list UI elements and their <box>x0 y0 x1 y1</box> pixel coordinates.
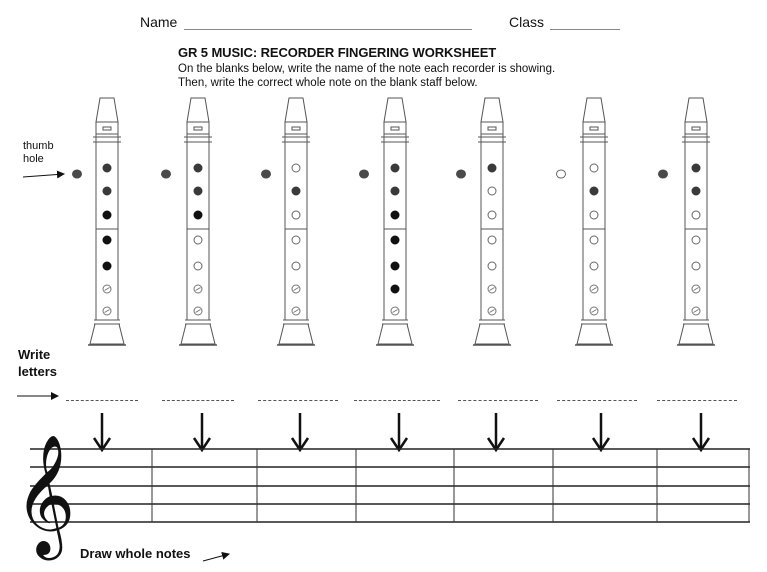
down-arrow-icon <box>290 413 310 453</box>
finger-hole-open <box>487 186 497 196</box>
name-label: Name <box>140 14 178 30</box>
thumb-hole-closed <box>359 169 369 179</box>
finger-hole-closed <box>390 235 400 245</box>
finger-hole-open <box>291 306 301 316</box>
finger-hole-open <box>487 306 497 316</box>
answer-blank-2[interactable] <box>162 400 234 401</box>
finger-hole-closed <box>390 186 400 196</box>
finger-hole-closed <box>589 186 599 196</box>
finger-hole-open <box>390 306 400 316</box>
finger-hole-open <box>193 306 203 316</box>
thumb-hole-closed <box>658 169 668 179</box>
finger-hole-open <box>193 235 203 245</box>
recorder-6 <box>556 97 613 346</box>
finger-hole-closed <box>102 235 112 245</box>
finger-hole-open <box>691 284 701 294</box>
down-arrow-icon <box>591 413 611 453</box>
finger-hole-closed <box>487 163 497 173</box>
recorder-1 <box>72 97 126 346</box>
answer-blank-5[interactable] <box>458 400 538 401</box>
answer-blank-1[interactable] <box>66 400 138 401</box>
finger-hole-open <box>487 235 497 245</box>
down-arrow-icon <box>92 413 112 453</box>
finger-hole-open <box>193 261 203 271</box>
finger-hole-closed <box>390 210 400 220</box>
finger-hole-closed <box>102 186 112 196</box>
recorder-2 <box>161 97 217 346</box>
finger-hole-open <box>691 306 701 316</box>
recorders <box>72 97 715 346</box>
finger-hole-open <box>487 261 497 271</box>
finger-hole-closed <box>193 210 203 220</box>
down-arrow-icon <box>486 413 506 453</box>
recorder-4 <box>359 97 414 346</box>
instruction-line-1: On the blanks below, write the name of t… <box>178 63 556 75</box>
recorder-5 <box>456 97 511 346</box>
class-field[interactable] <box>550 29 620 30</box>
thumb-hole-closed <box>261 169 271 179</box>
finger-hole-open <box>487 284 497 294</box>
finger-hole-open <box>193 284 203 294</box>
finger-hole-open <box>102 306 112 316</box>
recorder-7 <box>658 97 715 346</box>
draw-whole-notes-label: Draw whole notes <box>80 546 191 561</box>
draw-whole-notes-arrow-icon <box>202 551 230 562</box>
finger-hole-closed <box>102 210 112 220</box>
finger-hole-open <box>102 284 112 294</box>
finger-hole-open <box>291 235 301 245</box>
finger-hole-closed <box>390 284 400 294</box>
thumb-hole-closed <box>72 169 82 179</box>
thumb-hole-closed <box>161 169 171 179</box>
finger-hole-closed <box>691 186 701 196</box>
thumb-hole-label: thumb hole <box>23 140 54 166</box>
finger-hole-open <box>589 306 599 316</box>
finger-hole-open <box>291 284 301 294</box>
name-field[interactable] <box>184 29 472 30</box>
finger-hole-open <box>291 210 301 220</box>
recorder-3 <box>261 97 315 346</box>
thumb-hole-label-line1: thumb <box>23 140 54 152</box>
finger-hole-open <box>589 284 599 294</box>
finger-hole-closed <box>691 163 701 173</box>
treble-clef-icon: 𝄞 <box>14 433 75 560</box>
write-letters-label: Write letters <box>18 346 57 380</box>
down-arrow-icon <box>389 413 409 453</box>
finger-hole-closed <box>102 163 112 173</box>
worksheet-title: GR 5 MUSIC: RECORDER FINGERING WORKSHEET <box>178 45 497 60</box>
down-arrow-icon <box>691 413 711 453</box>
finger-hole-closed <box>390 261 400 271</box>
thumb-hole-arrow-icon <box>22 170 65 179</box>
finger-hole-open <box>691 261 701 271</box>
down-arrows <box>92 413 711 453</box>
finger-hole-closed <box>102 261 112 271</box>
music-staff[interactable] <box>30 448 750 523</box>
finger-hole-open <box>589 261 599 271</box>
finger-hole-open <box>487 210 497 220</box>
finger-hole-open <box>589 210 599 220</box>
finger-hole-closed <box>193 163 203 173</box>
instruction-line-2: Then, write the correct whole note on th… <box>178 77 478 89</box>
thumb-hole-closed <box>456 169 466 179</box>
finger-hole-open <box>291 163 301 173</box>
answer-blank-6[interactable] <box>557 400 637 401</box>
class-label: Class <box>509 14 545 30</box>
finger-hole-open <box>589 235 599 245</box>
write-letters-line2: letters <box>18 364 58 379</box>
thumb-hole-label-line2: hole <box>23 153 44 165</box>
answer-blank-4[interactable] <box>354 400 440 401</box>
write-letters-line1: Write <box>18 347 51 362</box>
finger-hole-closed <box>291 186 301 196</box>
thumb-hole-open <box>556 169 566 179</box>
finger-hole-open <box>691 235 701 245</box>
finger-hole-closed <box>193 186 203 196</box>
finger-hole-open <box>291 261 301 271</box>
finger-hole-open <box>691 210 701 220</box>
down-arrow-icon <box>192 413 212 453</box>
answer-blank-3[interactable] <box>258 400 338 401</box>
finger-hole-closed <box>390 163 400 173</box>
finger-hole-open <box>589 163 599 173</box>
answer-blank-7[interactable] <box>657 400 737 401</box>
